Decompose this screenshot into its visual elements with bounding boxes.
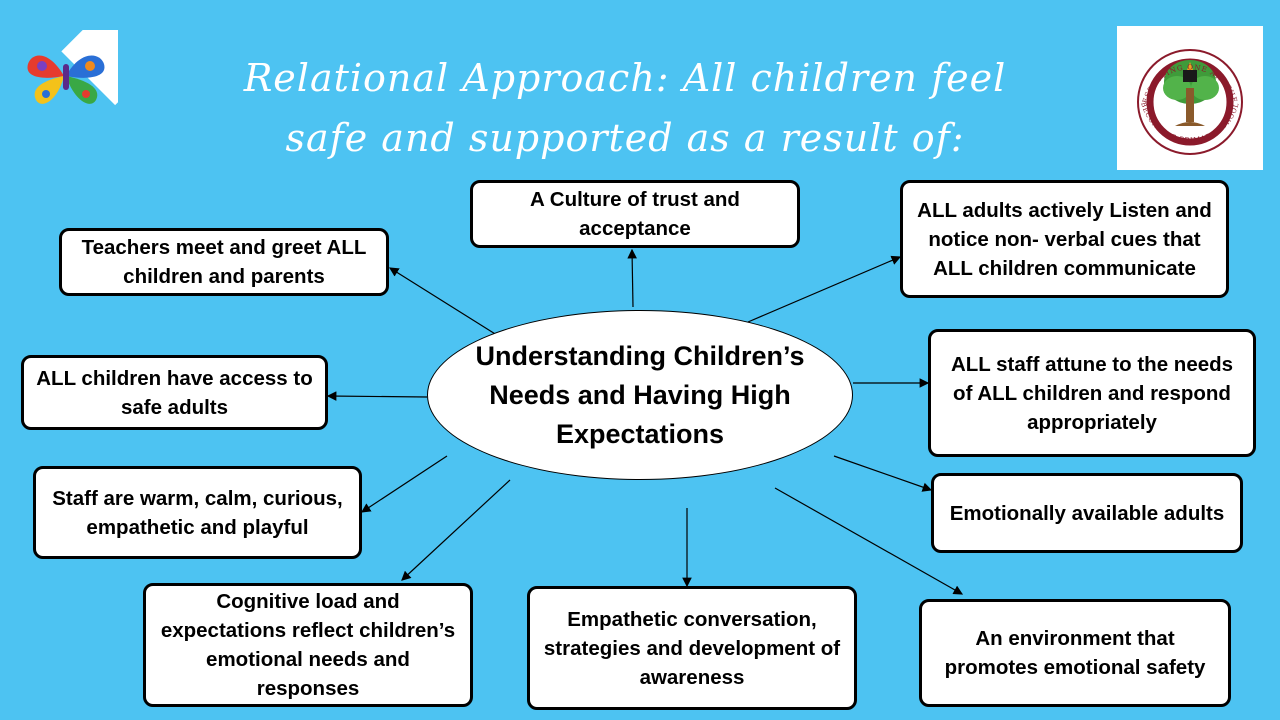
school-logo: RESPECTING ONE ANOTHER BECONTREE PRIMARY… [1114,20,1263,170]
arrow-to-safe-adults [326,391,428,401]
center-ellipse: Understanding Children’s Needs and Havin… [427,310,853,480]
box-culture: A Culture of trust and acceptance [470,180,800,248]
box-environment: An environment that promotes emotional s… [919,599,1231,707]
box-cognitive: Cognitive load and expectations reflect … [143,583,473,707]
box-teachers-text: Teachers meet and greet ALL children and… [81,236,367,288]
box-safe-adults-text: ALL children have access to safe adults [36,366,313,419]
box-listen: ALL adults actively Listen and notice no… [900,180,1229,298]
title-line-2: safe and supported as a result of: [285,116,965,160]
arrow-to-cognitive [401,479,511,581]
arrow-to-listen [747,255,902,323]
box-emotional: Emotionally available adults [931,473,1243,553]
box-safe-adults: ALL children have access to safe adults [21,355,328,430]
arrow-to-culture [627,248,637,308]
box-teachers: Teachers meet and greet ALL children and… [59,228,389,296]
box-attune: ALL staff attune to the needs of ALL chi… [928,329,1256,457]
arrow-to-warm [360,455,448,513]
box-emotional-text: Emotionally available adults [949,501,1225,525]
box-warm: Staff are warm, calm, curious, empatheti… [33,466,362,559]
arrow-to-emotional [833,455,933,492]
title-line-1: Relational Approach: All children feel [243,56,1007,100]
box-environment-text: An environment that promotes emotional s… [944,627,1206,679]
center-text: Understanding Children’s Needs and Havin… [475,340,805,449]
box-cognitive-text: Cognitive load and expectations reflect … [160,590,456,700]
slide-title: Relational Approach: All children feel s… [230,48,1020,168]
box-empathetic-text: Empathetic conversation, strategies and … [543,607,841,689]
arrow-to-environment [774,487,964,595]
box-listen-text: ALL adults actively Listen and notice no… [917,198,1212,280]
box-attune-text: ALL staff attune to the needs of ALL chi… [950,352,1234,434]
box-empathetic: Empathetic conversation, strategies and … [527,586,857,710]
arrow-to-teachers [388,267,501,338]
box-warm-text: Staff are warm, calm, curious, empatheti… [52,486,343,539]
box-culture-text: A Culture of trust and acceptance [530,188,740,240]
